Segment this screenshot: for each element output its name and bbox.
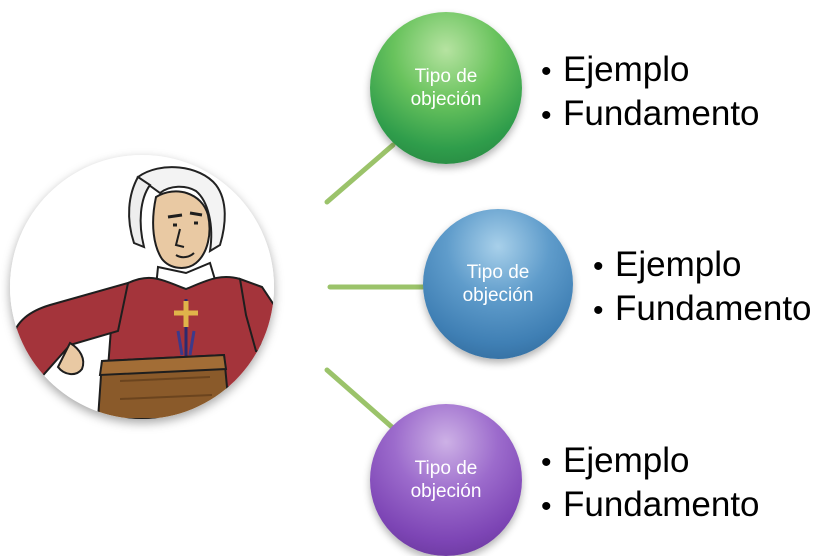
bullet-list-1: Ejemplo Fundamento: [541, 49, 760, 137]
objection-type-node-1: Tipo de objeción: [370, 12, 522, 164]
bullet-example-1: Ejemplo: [541, 49, 760, 93]
bullet-list-3: Ejemplo Fundamento: [541, 440, 760, 528]
objection-type-label-1: Tipo de objeción: [410, 66, 482, 110]
bullet-list-2: Ejemplo Fundamento: [593, 244, 812, 332]
bullet-basis-2: Fundamento: [593, 288, 812, 332]
objection-type-label-3: Tipo de objeción: [410, 458, 482, 502]
bullet-basis-1: Fundamento: [541, 93, 760, 137]
bullet-example-3: Ejemplo: [541, 440, 760, 484]
judge-cartoon-icon: [10, 155, 274, 419]
bullet-example-2: Ejemplo: [593, 244, 812, 288]
objection-type-node-3: Tipo de objeción: [370, 404, 522, 556]
connector-line-1: [324, 142, 396, 205]
objection-type-node-2: Tipo de objeción: [423, 209, 573, 359]
connector-line-3: [324, 367, 396, 431]
objection-type-label-2: Tipo de objeción: [462, 262, 534, 306]
judge-illustration: [10, 155, 274, 419]
bullet-basis-3: Fundamento: [541, 484, 760, 528]
